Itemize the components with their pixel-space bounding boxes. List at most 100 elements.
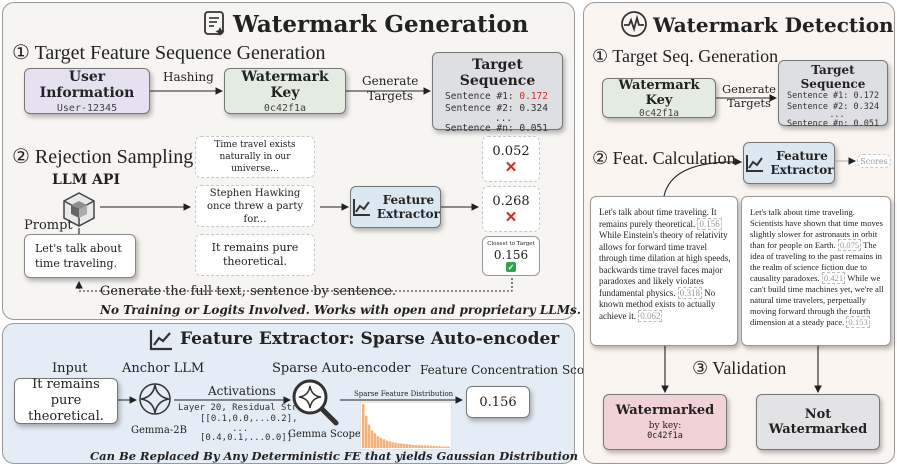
sparse-dist-bar [388, 441, 391, 448]
sparse-dist-bar [385, 440, 388, 448]
by-key-value: 0c42f1a [647, 431, 683, 441]
sparse-dist-bar [373, 433, 377, 448]
activations-line-1: Layer 20, Residual Stream: [178, 403, 319, 413]
det-step3-title: ③ Validation [692, 358, 787, 378]
sparse-dist-bar [438, 446, 441, 448]
det-right-score-1: 0.075 [837, 239, 862, 251]
score-2-box: 0.268 ✕ [482, 186, 540, 232]
sparse-dist-bar [400, 443, 403, 448]
sparse-dist-bar [403, 443, 406, 448]
generate-targets-label: Generate Targets [362, 74, 419, 103]
det-target-seq-line-2: Sentence #2: 0.324 [787, 101, 880, 112]
gemma-label: Gemma-2B [131, 425, 187, 436]
target-seq-line-2: Sentence #2: 0.324 [445, 103, 548, 114]
target-seq-box: Target Sequence Sentence #1: 0.172 Sente… [432, 52, 563, 134]
candidate-3-text: It remains pure theoretical. [211, 241, 299, 268]
score-1-value: 0.052 [492, 143, 530, 159]
sparse-dist-bar [394, 442, 397, 448]
fcs-value-box: 0.156 [466, 386, 530, 418]
det-target-seq-line-n: Sentence #n: 0.051 [787, 119, 880, 129]
sparse-dist-bar [364, 415, 368, 448]
prompt-text: Let's talk about time traveling. [35, 242, 122, 270]
det-step2-title: ② Feat. Calculation [592, 148, 736, 168]
llm-cube-icon [60, 190, 98, 228]
activations-line-3: ... [232, 424, 249, 434]
input-text-box: It remains pure theoretical. [14, 377, 118, 424]
sparse-dist-bar [370, 430, 374, 448]
det-fe-chart-icon [746, 155, 764, 172]
gen-step1-title: ① Target Feature Sequence Generation [12, 42, 326, 64]
detection-heartbeat-icon [620, 10, 648, 38]
sparse-dist-bar [414, 445, 418, 448]
fcs-label: Feature Concentration Score [420, 363, 597, 377]
gen-fe-label: Feature Extractor [376, 193, 440, 221]
gemma-scope-label: Gemma Scope [288, 429, 361, 440]
det-target-seq-ellipsis: ... [829, 110, 845, 120]
hashing-label: Hashing [163, 70, 214, 84]
candidate-1-text: Time travel exists naturally in our univ… [214, 140, 296, 174]
input-label: Input [52, 361, 88, 376]
sparse-dist-bar [417, 445, 421, 448]
activations-line-2: [[0.1,0.0,...0.2], [200, 414, 298, 424]
det-left-text-2: While Einstein's theory of relativity al… [599, 230, 731, 298]
prompt-text-box: Let's talk about time traveling. [24, 234, 136, 278]
sparse-dist-bar [382, 439, 386, 448]
sparse-dist-bar [406, 444, 409, 448]
det-target-seq-line-1: Sentence #1: 0.172 [787, 91, 880, 101]
sparse-dist-bar [441, 446, 444, 448]
sparse-dist-label: Sparse Feature Distribution [354, 390, 454, 398]
not-watermarked-label: Not Watermarked [768, 407, 868, 437]
sparse-dist-bar [444, 446, 447, 448]
watermarked-label: Watermarked [615, 403, 715, 418]
det-wm-key-value: 0c42f1a [638, 107, 680, 119]
input-text: It remains pure theoretical. [28, 377, 104, 424]
user-info-title: User Information [39, 68, 135, 101]
score-3-check-icon: ✓ [506, 261, 516, 272]
det-wm-key-title: Watermark Key [618, 77, 700, 108]
det-left-text-1: Let's talk about time traveling. It rema… [599, 207, 717, 229]
det-right-text-box: Let's talk about time traveling. Scienti… [741, 196, 891, 346]
det-fe-label: Feature Extractor [770, 149, 834, 177]
det-left-text-box: Let's talk about time traveling. It rema… [590, 196, 738, 346]
gen-fe-chart-icon [352, 199, 370, 216]
sparse-dist-bar [423, 445, 427, 448]
det-left-score-1: 0.156 [697, 217, 722, 230]
sparse-dist-bar [420, 445, 424, 448]
wm-key-title: Watermark Key [241, 68, 329, 101]
score-2-value: 0.268 [492, 193, 530, 209]
wm-key-value: 0c42f1a [263, 102, 307, 114]
extractor-title: Feature Extractor: Sparse Auto-encoder [180, 329, 560, 349]
target-seq-title: Target Sequence [459, 57, 536, 89]
extractor-footer: Can Be Replaced By Any Deterministic FE … [90, 449, 578, 463]
generation-icon [203, 10, 227, 38]
det-step1-title: ① Target Seq. Generation [592, 46, 779, 66]
score-1-cross-icon: ✕ [504, 157, 518, 176]
sparse-dist-bar [447, 446, 450, 448]
sparse-dist-bar [408, 444, 412, 448]
det-left-text-3: No known method exists to actually achie… [599, 287, 716, 321]
score-3-box: Closest to Target 0.156 ✓ [482, 236, 540, 276]
det-generate-targets-label: Generate Targets [722, 82, 776, 110]
magnifier-icon [290, 377, 342, 427]
det-target-seq-title: Target Sequence [800, 63, 866, 91]
score-3-value: 0.156 [493, 247, 529, 262]
user-info-value: User-12345 [56, 102, 118, 114]
gen-feature-extractor-box: Feature Extractor [350, 186, 441, 228]
target-seq-ellipsis: ... [494, 113, 513, 124]
sae-label: Sparse Auto-encoder [272, 361, 411, 376]
target-seq-line-1-label: Sentence #1: [445, 91, 514, 102]
det-scores-box: Scores [857, 154, 891, 168]
generation-title: Watermark Generation [233, 11, 529, 38]
anchor-llm-label: Anchor LLM [122, 361, 205, 376]
not-watermarked-box: Not Watermarked [756, 394, 880, 450]
det-right-text-3: While we can't build time machines yet, … [750, 273, 884, 327]
wm-key-box: Watermark Key 0c42f1a [224, 68, 346, 114]
target-seq-line-n: Sentence #n: 0.051 [445, 123, 548, 134]
watermarked-box: Watermarked by key: 0c42f1a [603, 394, 727, 450]
det-target-seq-box: Target Sequence Sentence #1: 0.172 Sente… [778, 60, 888, 129]
det-feature-extractor-box: Feature Extractor [743, 142, 835, 184]
gemma-star-icon [137, 381, 173, 417]
gen-step2-title: ② Rejection Sampling [12, 146, 194, 168]
candidate-2-text: Stephen Hawking once threw a party for..… [206, 187, 303, 225]
candidate-1: Time travel exists naturally in our univ… [195, 136, 315, 178]
